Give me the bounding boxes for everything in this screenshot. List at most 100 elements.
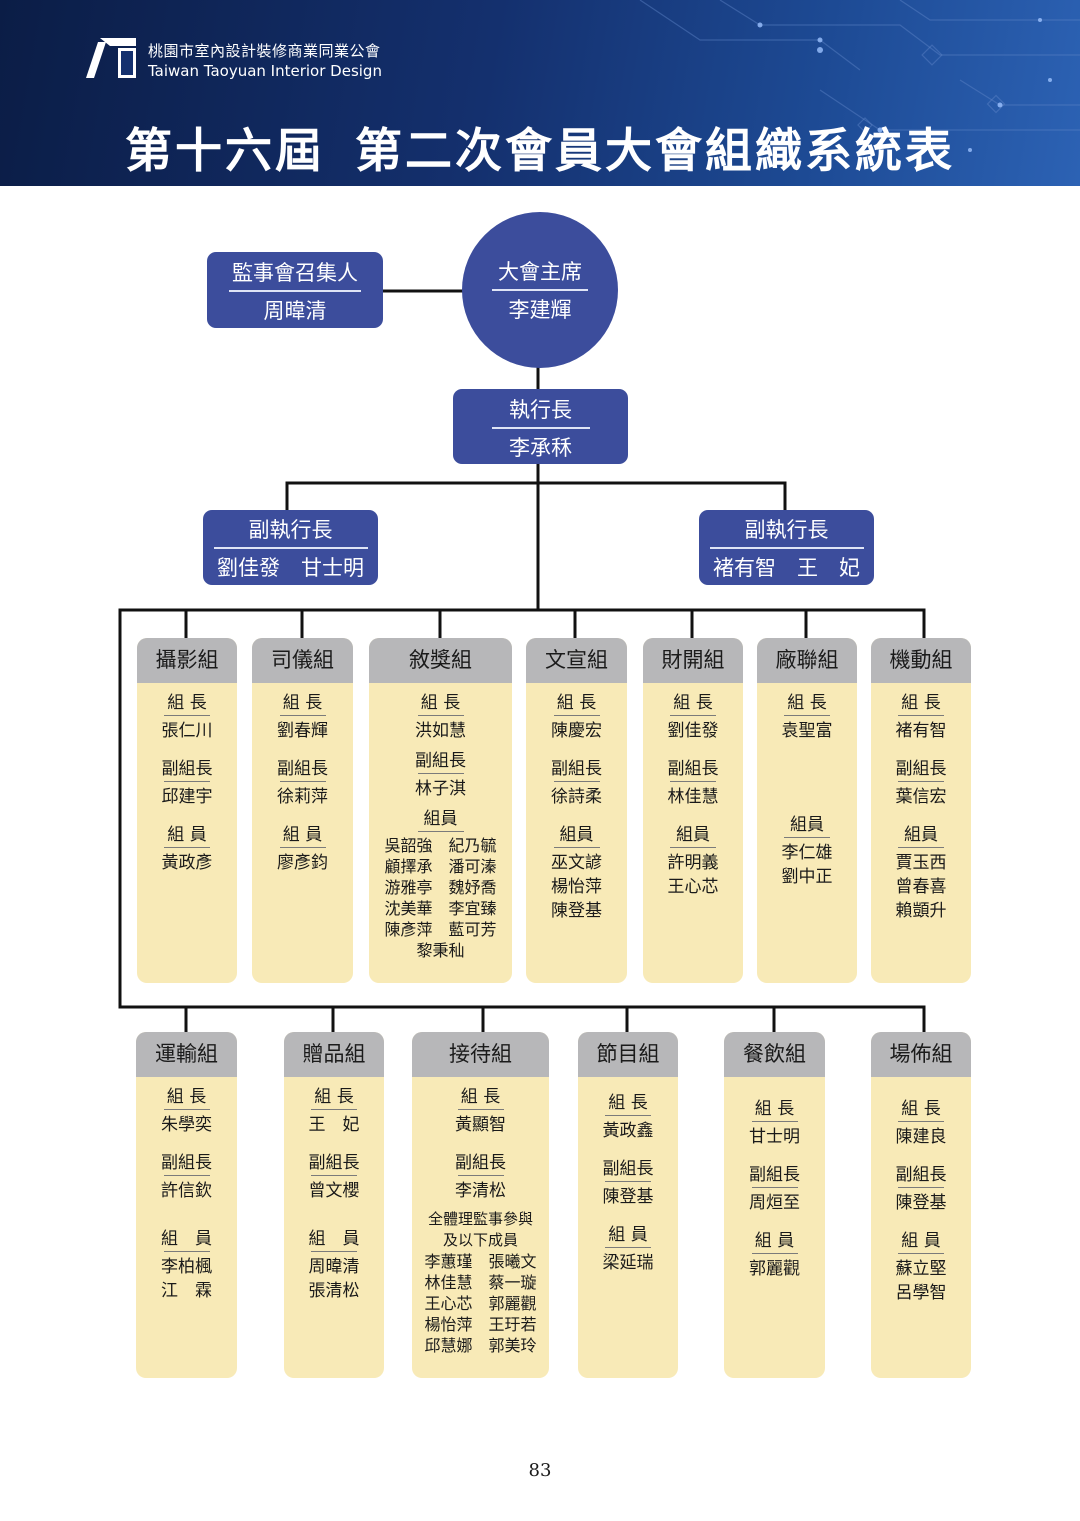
group-box: 場佈組組 長陳建良副組長陳登基組 員蘇立堅呂學智 bbox=[871, 1032, 971, 1378]
spacer bbox=[757, 799, 857, 813]
member-name: 陳建良 bbox=[895, 1127, 947, 1147]
circuit-pattern bbox=[639, 0, 1080, 152]
group-box: 攝影組組 長張仁川副組長邱建宇組 員黃政彥 bbox=[137, 638, 237, 983]
member-role: 組 長 bbox=[871, 1097, 971, 1122]
spacer bbox=[871, 809, 971, 823]
member-name: 王 妃 bbox=[308, 1115, 360, 1135]
member-role: 副組長 bbox=[412, 1151, 549, 1176]
group-box: 運輸組組 長朱學奕副組長許信欽組 員李柏楓江 霖 bbox=[136, 1032, 237, 1378]
member-name: 游雅亭 魏妤喬 bbox=[384, 878, 497, 897]
spacer bbox=[252, 809, 353, 823]
member-role: 組 長 bbox=[252, 691, 353, 716]
spacer bbox=[871, 743, 971, 757]
supervisor-title: 監事會召集人 bbox=[232, 261, 358, 285]
group-name: 攝影組 bbox=[137, 638, 237, 683]
member-role: 副組長 bbox=[136, 1151, 237, 1176]
member-name: 劉中正 bbox=[781, 867, 833, 887]
member-name: 陳彥萍 藍可芳 bbox=[384, 920, 497, 939]
org-name-zh: 桃園市室內設計裝修商業同業公會 bbox=[148, 42, 381, 60]
group-name: 節目組 bbox=[578, 1032, 678, 1077]
member-role: 組員 bbox=[643, 823, 743, 848]
member-name: 徐詩柔 bbox=[551, 787, 602, 807]
member-name: 袁聖富 bbox=[781, 721, 833, 741]
group-members: 組 長洪如慧副組長林子淇組員吳韶強 紀乃毓顧擇承 潘可溱游雅亭 魏妤喬沈美華 李… bbox=[369, 683, 512, 961]
member-name: 褚有智 bbox=[895, 721, 947, 741]
member-name: 黃顯智 bbox=[455, 1115, 506, 1135]
member-role: 組 長 bbox=[724, 1097, 825, 1122]
group-name: 廠聯組 bbox=[757, 638, 857, 683]
deputy-left-names: 劉佳發 甘士明 bbox=[217, 555, 364, 580]
chairman-name: 李建輝 bbox=[508, 297, 572, 322]
group-name: 贈品組 bbox=[284, 1032, 384, 1077]
member-role: 副組長 bbox=[284, 1151, 384, 1176]
spacer bbox=[412, 1137, 549, 1151]
member-name: 黎秉秈 bbox=[416, 941, 465, 960]
member-name: 賴顗升 bbox=[895, 901, 947, 921]
spacer bbox=[643, 743, 743, 757]
member-role: 副組長 bbox=[643, 757, 743, 782]
spacer bbox=[284, 1137, 384, 1151]
spacer bbox=[757, 785, 857, 799]
member-name: 林子淇 bbox=[415, 779, 466, 799]
group-box: 敘獎組組 長洪如慧副組長林子淇組員吳韶強 紀乃毓顧擇承 潘可溱游雅亭 魏妤喬沈美… bbox=[369, 638, 512, 983]
group-members: 組 長劉春輝副組長徐莉萍組 員廖彥鈞 bbox=[252, 683, 353, 875]
member-role: 組 長 bbox=[643, 691, 743, 716]
deputy-right-names: 褚有智 王 妃 bbox=[713, 555, 860, 580]
group-name: 場佈組 bbox=[871, 1032, 971, 1077]
member-role: 組 長 bbox=[137, 691, 237, 716]
member-name: 邱建宇 bbox=[161, 787, 213, 807]
group-name: 文宣組 bbox=[526, 638, 627, 683]
member-name: 曾春喜 bbox=[895, 877, 947, 897]
member-role: 組 長 bbox=[136, 1085, 237, 1110]
member-name: 李仁雄 bbox=[781, 843, 833, 863]
group-name: 財開組 bbox=[643, 638, 743, 683]
spacer bbox=[871, 1215, 971, 1229]
member-role: 組 長 bbox=[369, 691, 512, 716]
deputy-left-node: 副執行長 劉佳發 甘士明 bbox=[203, 510, 378, 585]
member-name: 梁延瑞 bbox=[602, 1253, 654, 1273]
group-members: 組 長張仁川副組長邱建宇組 員黃政彥 bbox=[137, 683, 237, 875]
page-header: 桃園市室內設計裝修商業同業公會 Taiwan Taoyuan Interior … bbox=[0, 0, 1080, 186]
executive-title: 執行長 bbox=[509, 398, 572, 422]
spacer bbox=[252, 743, 353, 757]
member-name: 黃政彥 bbox=[161, 853, 213, 873]
member-name: 沈美華 李宜臻 bbox=[384, 899, 497, 918]
member-name: 江 霖 bbox=[161, 1281, 212, 1301]
spacer bbox=[136, 1203, 237, 1227]
group-box: 節目組組 長黃政鑫副組長陳登基組 員梁延瑞 bbox=[578, 1032, 678, 1378]
member-name: 周暐清 bbox=[308, 1257, 360, 1277]
member-role: 副組長 bbox=[578, 1157, 678, 1182]
group-box: 餐飲組組 長甘士明副組長周烜至組 員郭麗觀 bbox=[724, 1032, 825, 1378]
member-name: 林佳慧 蔡一璇 bbox=[424, 1273, 537, 1292]
member-name: 黃政鑫 bbox=[602, 1121, 654, 1141]
page-title: 第十六屆第二次會員大會組織系統表 bbox=[0, 112, 1080, 181]
member-role: 組 員 bbox=[252, 823, 353, 848]
member-name: 許明義 bbox=[667, 853, 719, 873]
member-name: 吳韶強 紀乃毓 bbox=[384, 836, 497, 855]
member-role: 組 員 bbox=[284, 1227, 384, 1252]
title-part-2: 第二次會員大會組織系統表 bbox=[355, 124, 955, 179]
member-name: 陳登基 bbox=[551, 901, 602, 921]
spacer bbox=[643, 809, 743, 823]
member-role: 組 員 bbox=[137, 823, 237, 848]
member-name: 張仁川 bbox=[161, 721, 213, 741]
member-role: 組 長 bbox=[284, 1085, 384, 1110]
spacer bbox=[137, 809, 237, 823]
group-members: 組 長黃政鑫副組長陳登基組 員梁延瑞 bbox=[578, 1077, 678, 1275]
org-name-en: Taiwan Taoyuan Interior Design bbox=[148, 62, 382, 80]
member-name: 賈玉西 bbox=[895, 853, 947, 873]
member-note: 及以下成員 bbox=[442, 1231, 518, 1249]
group-members: 組 長朱學奕副組長許信欽組 員李柏楓江 霖 bbox=[136, 1077, 237, 1303]
member-name: 李柏楓 bbox=[161, 1257, 212, 1277]
member-name: 曾文櫻 bbox=[308, 1181, 360, 1201]
member-name: 朱學奕 bbox=[161, 1115, 212, 1135]
group-box: 接待組組 長黃顯智副組長李清松全體理監事參與及以下成員李蕙瑾 張曦文林佳慧 蔡一… bbox=[412, 1032, 549, 1378]
member-name: 王心芯 郭麗觀 bbox=[424, 1294, 537, 1313]
member-name: 陳登基 bbox=[895, 1193, 947, 1213]
group-members: 組 長黃顯智副組長李清松全體理監事參與及以下成員李蕙瑾 張曦文林佳慧 蔡一璇王心… bbox=[412, 1077, 549, 1356]
spacer bbox=[724, 1149, 825, 1163]
member-role: 組 長 bbox=[871, 691, 971, 716]
member-role: 副組長 bbox=[137, 757, 237, 782]
group-members: 組 長陳慶宏副組長徐詩柔組員巫文諺楊怡萍陳登基 bbox=[526, 683, 627, 923]
